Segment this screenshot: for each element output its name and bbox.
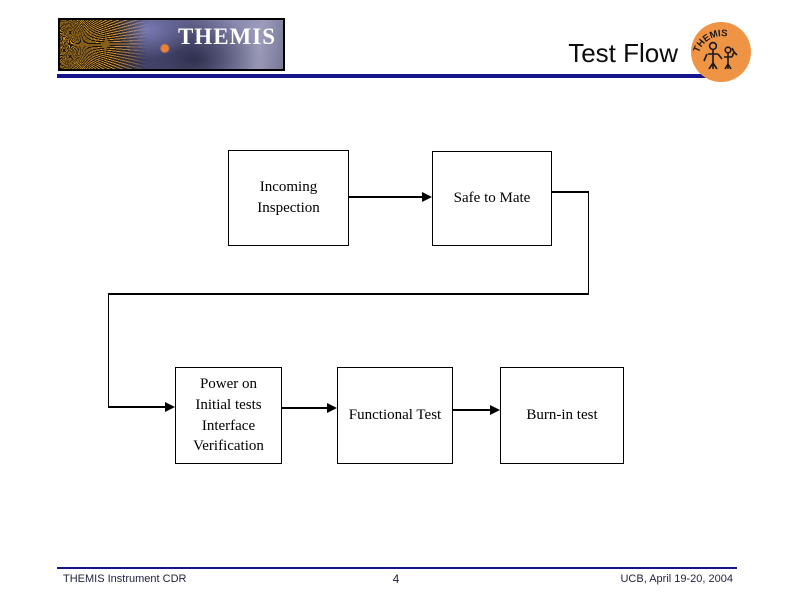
banner-fan-art: [60, 20, 147, 69]
themis-banner-image: THEMIS: [58, 18, 285, 71]
banner-themis-label: THEMIS: [177, 24, 276, 49]
page-number: 4: [392, 572, 400, 586]
footer-presentation-name: THEMIS Instrument CDR: [63, 573, 187, 585]
arrowhead-icon: [327, 403, 337, 414]
elbow-connector-segment: [587, 191, 589, 295]
themis-logo-icon: THEMIS: [691, 22, 751, 82]
arrow-loop-to-power-on: [108, 405, 167, 409]
footer-rule: [57, 566, 737, 569]
arrow-functional-to-burn-in: [453, 408, 492, 412]
flow-box-safe-to-mate: Safe to Mate: [432, 151, 552, 246]
flow-box-incoming-inspection: Incoming Inspection: [228, 150, 349, 246]
elbow-connector-segment: [107, 293, 589, 295]
arrowhead-icon: [165, 402, 175, 413]
arrow-incoming-to-safe: [349, 195, 424, 199]
page-title: Test Flow: [568, 38, 678, 68]
footer-date: UCB, April 19-20, 2004: [620, 573, 733, 585]
elbow-connector-segment: [552, 191, 589, 193]
arrowhead-icon: [490, 405, 500, 416]
header-rule: [57, 74, 734, 78]
elbow-connector-segment: [107, 293, 109, 408]
flow-box-functional-test: Functional Test: [337, 367, 453, 464]
arrow-power-on-to-functional: [282, 406, 329, 410]
flow-box-power-on-initial-tests: Power on Initial tests Interface Verific…: [175, 367, 282, 464]
arrowhead-icon: [422, 192, 432, 203]
flow-box-burn-in-test: Burn-in test: [500, 367, 624, 464]
logo-figures-art: [703, 41, 738, 70]
